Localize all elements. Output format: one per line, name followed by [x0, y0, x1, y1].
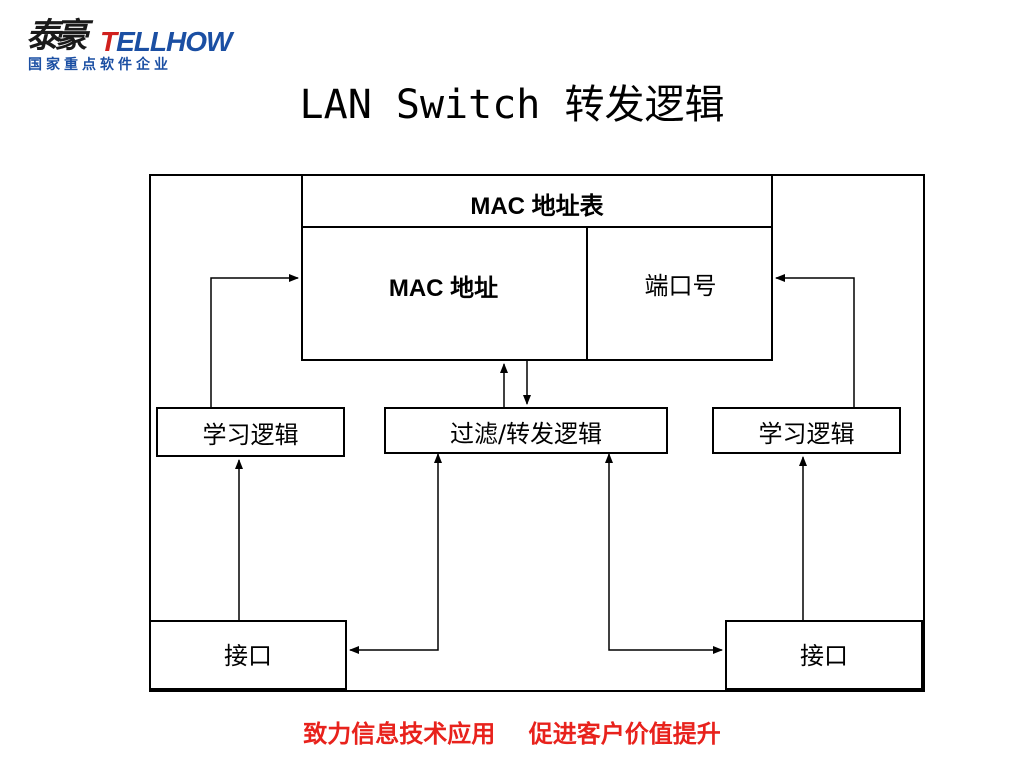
- company-logo: 泰豪 TELLHOW 国家重点软件企业: [26, 8, 232, 76]
- table-column-divider: [586, 226, 588, 360]
- port-left-label: 接口: [224, 642, 272, 670]
- logo-subtitle: 国家重点软件企业: [28, 57, 172, 73]
- port-right-label: 接口: [800, 642, 848, 670]
- mac-table-header: MAC 地址表: [301, 174, 773, 228]
- company-slogan: 致力信息技术应用 促进客户价值提升: [303, 720, 721, 748]
- logo-english-text: TELLHOW: [100, 26, 232, 58]
- filter-forward-logic: 过滤/转发逻辑: [384, 407, 668, 454]
- logo-english-rest: ELLHOW: [116, 26, 232, 57]
- port-left: 接口: [149, 620, 347, 690]
- logo-chinese-text: 泰豪: [26, 16, 88, 56]
- port-right: 接口: [725, 620, 923, 690]
- slide-title: LAN Switch 转发逻辑: [299, 82, 725, 128]
- mac-table-header-label: MAC 地址表: [470, 193, 604, 220]
- port-number-column: 端口号: [644, 272, 717, 300]
- filter-forward-logic-label: 过滤/转发逻辑: [449, 420, 603, 448]
- learning-logic-left-label: 学习逻辑: [202, 421, 299, 449]
- logo-mark: T: [100, 26, 117, 57]
- mac-address-column: MAC 地址: [388, 275, 499, 302]
- learning-logic-left: 学习逻辑: [156, 407, 345, 457]
- learning-logic-right: 学习逻辑: [712, 407, 901, 454]
- learning-logic-right-label: 学习逻辑: [758, 420, 855, 448]
